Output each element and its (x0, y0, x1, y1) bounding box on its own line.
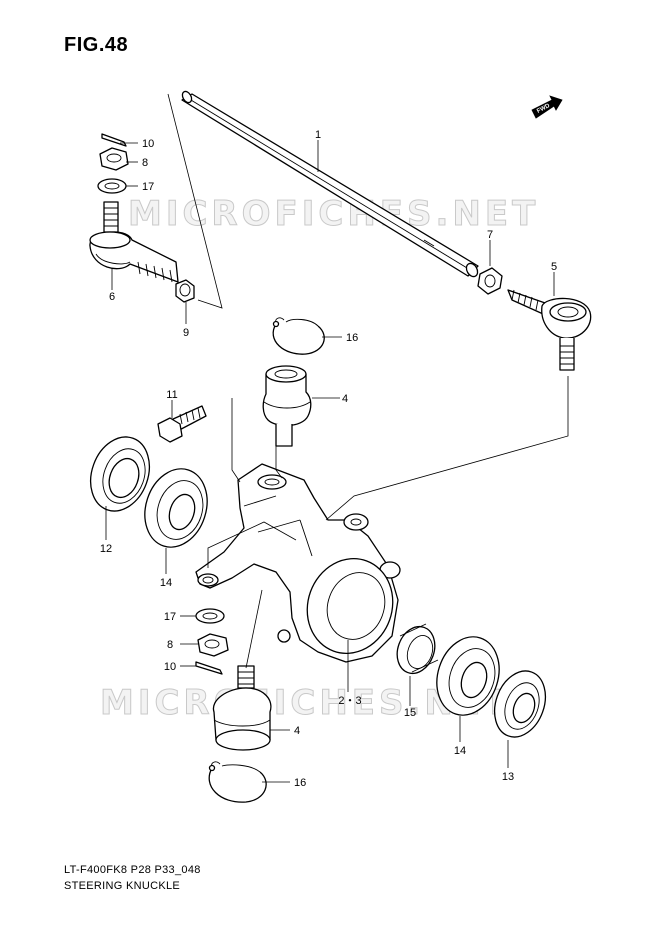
callout-13: 13 (502, 771, 514, 783)
oil-seal-right[interactable] (486, 664, 554, 744)
ball-joint-top[interactable] (262, 365, 312, 447)
cotter-pin-bottom[interactable] (195, 661, 223, 675)
callout-8-top: 8 (142, 157, 148, 169)
callout-1: 1 (315, 129, 321, 141)
watermark-bottom: MICROFICHES.NET (100, 683, 511, 723)
callout-4-bottom: 4 (294, 725, 300, 737)
callout-17-bottom: 17 (164, 611, 176, 623)
spacer[interactable] (391, 621, 441, 678)
leader-lines (105, 140, 569, 783)
washer-top[interactable] (97, 178, 127, 194)
cotter-pin-top[interactable] (101, 133, 127, 147)
tie-rod-bracket-line (167, 93, 223, 309)
callout-16-bottom: 16 (294, 777, 306, 789)
diagram-caption: STEERING KNUCKLE (64, 880, 181, 892)
washer-bottom[interactable] (195, 608, 225, 624)
lock-nut-right[interactable] (477, 267, 503, 295)
fwd-arrow-icon: FWD (531, 95, 563, 119)
circlip-top[interactable] (272, 317, 325, 355)
callout-16-top: 16 (346, 332, 358, 344)
callout-8-bottom: 8 (167, 639, 173, 651)
callout-7: 7 (487, 229, 493, 241)
callout-10-top: 10 (142, 138, 154, 150)
oil-seal-left[interactable] (81, 429, 160, 520)
steering-knuckle[interactable] (195, 463, 406, 665)
callout-14-left: 14 (160, 577, 172, 589)
tie-rod-end-left[interactable] (89, 201, 179, 283)
bearing-left[interactable] (135, 461, 217, 556)
callout-5: 5 (551, 261, 557, 273)
callout-14-right: 14 (454, 745, 466, 757)
diagram-code: LT-F400FK8 P28 P33_048 (64, 864, 201, 876)
figure-title: FIG.48 (64, 34, 129, 56)
circlip-bottom[interactable] (208, 761, 267, 803)
bearing-right[interactable] (427, 629, 509, 724)
lock-nut-left[interactable] (175, 279, 195, 303)
callout-10-bottom: 10 (164, 661, 176, 673)
castle-nut-bottom[interactable] (197, 633, 229, 657)
tie-rod[interactable] (181, 90, 480, 279)
ball-joint-bottom[interactable] (212, 665, 272, 751)
tie-rod-end-right[interactable] (507, 289, 592, 371)
watermark-top: MICROFICHES.NET (128, 194, 539, 234)
callout-9: 9 (183, 327, 189, 339)
callout-15: 15 (404, 707, 416, 719)
callout-12: 12 (100, 543, 112, 555)
castle-nut-top[interactable] (99, 147, 129, 171)
callout-2-3: 2・3 (338, 695, 361, 707)
bolt[interactable] (157, 405, 207, 443)
callout-4-top: 4 (342, 393, 348, 405)
callout-6: 6 (109, 291, 115, 303)
callout-17-top: 17 (142, 181, 154, 193)
callout-11: 11 (166, 389, 177, 401)
